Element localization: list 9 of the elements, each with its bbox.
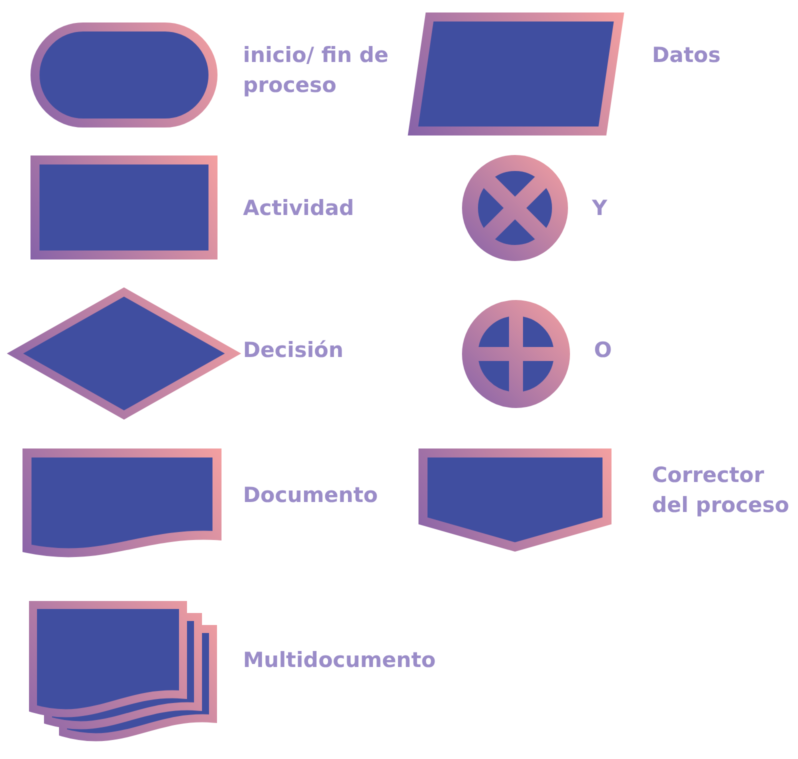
- symbol-label: Corrector del proceso: [652, 462, 790, 519]
- symbol-label: Actividad: [243, 195, 356, 222]
- symbol-label: O: [594, 337, 613, 364]
- symbol-label: Decisión: [243, 337, 344, 364]
- symbol-label: Multidocumento: [243, 647, 437, 674]
- symbol-label: Documento: [243, 482, 379, 509]
- symbol-label: Y: [592, 195, 608, 222]
- symbol-label: Datos: [652, 42, 722, 69]
- symbol-label: inicio/ fin de proceso: [243, 42, 390, 99]
